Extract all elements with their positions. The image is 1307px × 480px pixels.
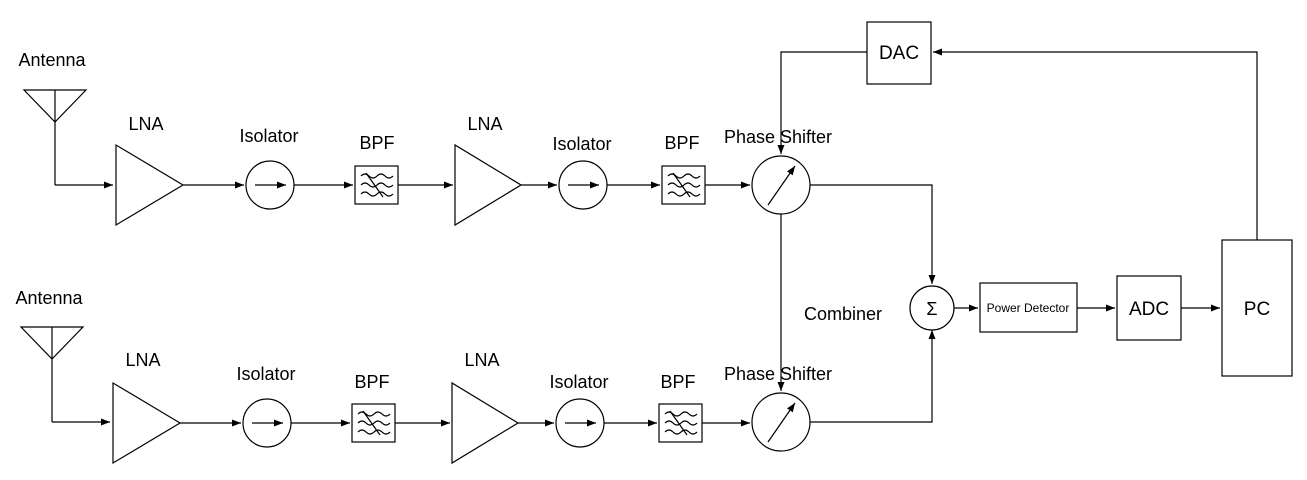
top-lna1-label: LNA bbox=[128, 114, 163, 134]
top-antenna-icon bbox=[22, 89, 88, 185]
top-bpf1-label: BPF bbox=[359, 133, 394, 153]
dac-label: DAC bbox=[879, 43, 919, 64]
top-isolator1-icon bbox=[245, 160, 295, 210]
bottom-isolator1-label: Isolator bbox=[236, 364, 295, 384]
combiner-label: Combiner bbox=[804, 304, 882, 324]
top-antenna-label: Antenna bbox=[18, 50, 86, 70]
bottom-lna1-amplifier-icon bbox=[112, 381, 182, 465]
combiner-sum-icon: Σ bbox=[909, 285, 955, 331]
wire-top-phase-shifter-combiner bbox=[810, 184, 936, 284]
top-lna1-amplifier-icon bbox=[115, 143, 185, 227]
power-detector-block: Power Detector bbox=[979, 282, 1078, 333]
bottom-bpf1-filter-icon bbox=[351, 403, 396, 443]
bottom-phase-shifter-label: Phase Shifter bbox=[724, 364, 832, 384]
pc-block: PC bbox=[1221, 239, 1293, 377]
wire-bottom-phase-shifter-combiner bbox=[810, 330, 936, 423]
bottom-antenna-icon bbox=[19, 326, 85, 422]
top-lna2-amplifier-icon bbox=[454, 143, 523, 227]
bottom-bpf2-label: BPF bbox=[660, 372, 695, 392]
wire-dac-phase-shifter bbox=[777, 51, 867, 154]
adc-block: ADC bbox=[1116, 275, 1182, 341]
bottom-lna2-amplifier-icon bbox=[451, 381, 520, 465]
top-bpf2-filter-icon bbox=[661, 165, 706, 205]
dac-block: DAC bbox=[866, 21, 932, 85]
wire-pc-dac bbox=[933, 48, 1258, 240]
top-isolator2-label: Isolator bbox=[552, 134, 611, 154]
top-bpf2-label: BPF bbox=[664, 133, 699, 153]
bottom-antenna-label: Antenna bbox=[15, 288, 83, 308]
bottom-phase-shifter-icon bbox=[751, 392, 811, 452]
top-isolator1-label: Isolator bbox=[239, 126, 298, 146]
adc-label: ADC bbox=[1129, 299, 1169, 320]
top-isolator2-icon bbox=[558, 160, 608, 210]
top-bpf1-filter-icon bbox=[354, 165, 399, 205]
top-lna2-label: LNA bbox=[467, 114, 502, 134]
bottom-bpf1-label: BPF bbox=[354, 372, 389, 392]
top-phase-shifter-label: Phase Shifter bbox=[724, 127, 832, 147]
backend: Combiner Σ Power Detector ADC PC DAC bbox=[777, 21, 1293, 423]
top-chain: Antenna LNA Isolator BPF LNA bbox=[18, 50, 832, 227]
power-detector-label: Power Detector bbox=[987, 301, 1070, 315]
pc-label: PC bbox=[1244, 299, 1270, 320]
bottom-isolator2-icon bbox=[555, 398, 605, 448]
bottom-lna2-label: LNA bbox=[464, 350, 499, 370]
bottom-lna1-label: LNA bbox=[125, 350, 160, 370]
combiner-sigma-symbol: Σ bbox=[926, 299, 937, 319]
bottom-bpf2-filter-icon bbox=[658, 403, 703, 443]
bottom-isolator2-label: Isolator bbox=[549, 372, 608, 392]
top-phase-shifter-icon bbox=[751, 155, 811, 215]
bottom-chain: Antenna LNA Isolator BPF LNA bbox=[15, 288, 832, 465]
bottom-isolator1-icon bbox=[242, 398, 292, 448]
